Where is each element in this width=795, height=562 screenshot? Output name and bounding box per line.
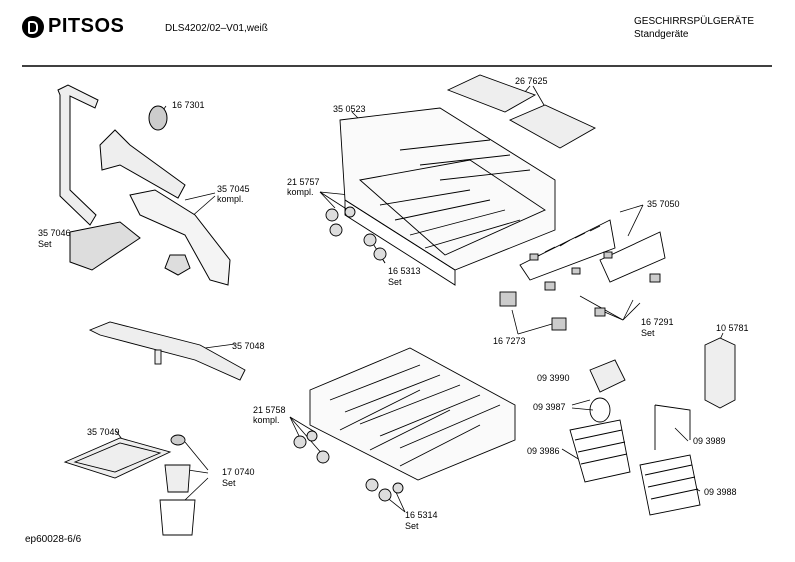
lower-rollers [293,430,404,502]
tine-racks [519,219,666,283]
appliance-category: GESCHIRRSPÜLGERÄTE [634,16,755,27]
cutlery-baskets [569,359,701,516]
label-10-5781: 10 5781 [716,323,749,333]
small-clips [499,251,661,331]
upper-basket [339,107,556,286]
tall-cartridge [704,337,736,409]
pitsos-logo-icon [22,15,44,38]
label-35-7046-set: Set [38,239,52,249]
label-16-7291: 16 7291 [641,317,674,327]
label-35-7048: 35 7048 [232,341,265,351]
label-09-3989: 09 3989 [693,436,726,446]
label-16-7273: 16 7273 [493,336,526,346]
label-09-3987: 09 3987 [533,402,566,412]
upper-rollers [325,206,387,261]
label-09-3990: 09 3990 [537,373,570,383]
label-21-5758-kompl: kompl. [253,415,280,425]
label-16-5313: 16 5313 [388,266,421,276]
upper-spray-arm-assembly [57,84,231,286]
cup-shelves [446,74,596,149]
label-17-0740: 17 0740 [222,467,255,477]
label-26-7625: 26 7625 [515,76,548,86]
label-16-7301: 16 7301 [172,100,205,110]
label-16-5314-set: Set [405,521,419,531]
label-21-5757: 21 5757 [287,177,320,187]
label-35-0523: 35 0523 [333,104,366,114]
appliance-subcategory: Standgeräte [634,29,689,40]
model-number: DLS4202/02–V01,weiß [165,23,268,34]
brand-logo: PITSOS [22,15,124,38]
label-16-5313-set: Set [388,277,402,287]
label-35-7049: 35 7049 [87,427,120,437]
diagram-code: ep60028-6/6 [25,534,82,545]
label-21-5758: 21 5758 [253,405,286,415]
label-35-7045-kompl: kompl. [217,194,244,204]
lower-basket [309,347,516,481]
label-09-3986: 09 3986 [527,446,560,456]
filter-assembly [63,434,196,536]
label-09-3988: 09 3988 [704,487,737,497]
label-16-7291-set: Set [641,328,655,338]
lower-spray-arm [88,321,246,381]
label-35-7046: 35 7046 [38,228,71,238]
brand-name: PITSOS [48,15,125,37]
label-17-0740-set: Set [222,478,236,488]
label-35-7045: 35 7045 [217,184,250,194]
label-21-5757-kompl: kompl. [287,187,314,197]
label-16-5314: 16 5314 [405,510,438,520]
label-35-7050: 35 7050 [647,199,680,209]
